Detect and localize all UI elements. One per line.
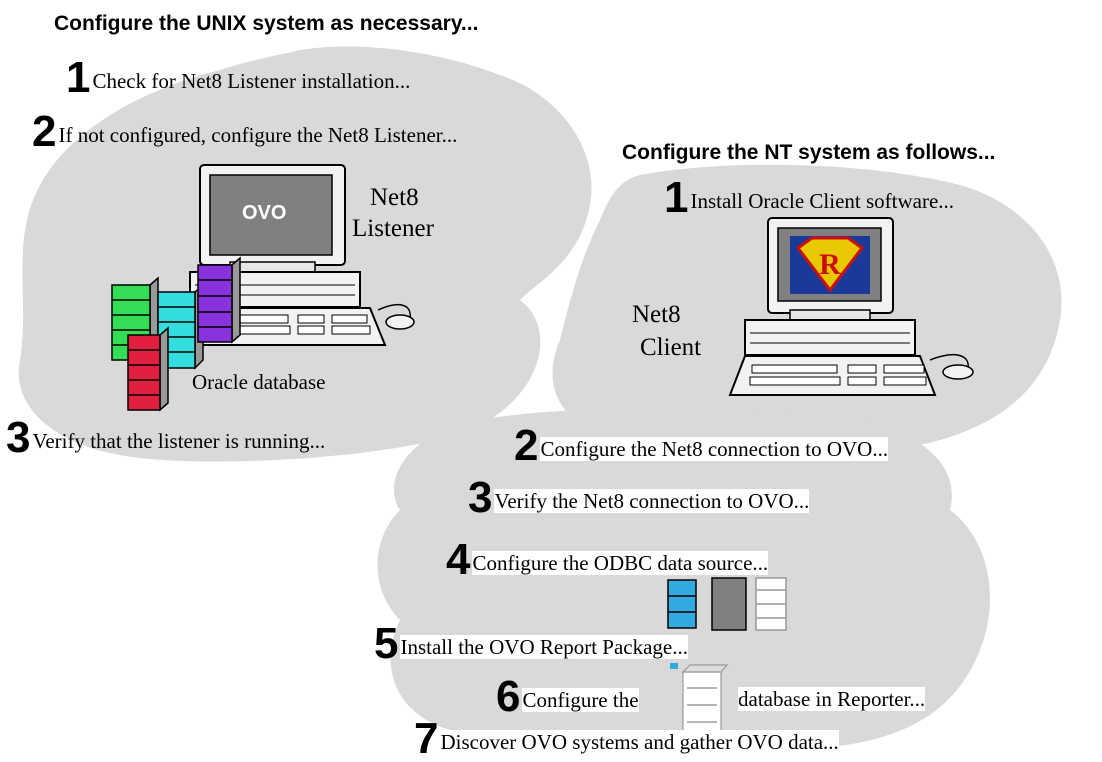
odbc-cabinets-icon	[667, 577, 787, 631]
nt-step-2-number: 2	[514, 421, 539, 470]
svg-text:R: R	[819, 248, 841, 281]
nt-step-6-text-a: Configure the	[522, 688, 639, 712]
nt-step-4-number: 4	[446, 535, 471, 584]
unix-step-3: 3Verify that the listener is running...	[6, 416, 325, 460]
unix-screen-label: OVO	[242, 202, 287, 224]
oracle-database-label: Oracle database	[192, 370, 326, 394]
nt-step-7-text: Discover OVO systems and gather OVO data…	[440, 730, 839, 754]
nt-step-6-text-b: database in Reporter...	[738, 687, 926, 711]
nt-step-1-number: 1	[664, 173, 689, 222]
nt-step-6-tail: database in Reporter...	[738, 687, 926, 712]
net8-listener-label-line1: Net8	[370, 184, 419, 211]
unix-step-1-number: 1	[66, 53, 91, 102]
net8-client-label-line2: Client	[640, 334, 702, 361]
nt-section-title: Configure the NT system as follows...	[622, 141, 996, 164]
unix-step-1-text: Check for Net8 Listener installation...	[92, 69, 411, 93]
nt-step-6-number: 6	[496, 672, 521, 721]
nt-step-5-text: Install the OVO Report Package...	[400, 635, 688, 659]
oracle-database-icon	[111, 256, 241, 412]
nt-step-4: 4Configure the ODBC data source...	[446, 535, 769, 584]
nt-step-7: 7Discover OVO systems and gather OVO dat…	[414, 717, 839, 761]
unix-step-2: 2If not configured, configure the Net8 L…	[32, 110, 457, 154]
unix-step-1: 1Check for Net8 Listener installation...	[66, 56, 410, 100]
unix-step-3-text: Verify that the listener is running...	[32, 429, 326, 453]
nt-step-3: 3Verify the Net8 connection to OVO...	[468, 473, 810, 522]
nt-step-5: 5Install the OVO Report Package...	[374, 622, 688, 666]
green-cabinet	[111, 276, 159, 362]
net8-listener-label-line2: Listener	[352, 215, 434, 242]
red-cabinet	[127, 326, 169, 412]
nt-step-6: 6Configure the	[496, 675, 639, 719]
nt-step-4-text: Configure the ODBC data source...	[472, 551, 769, 575]
nt-step-3-text: Verify the Net8 connection to OVO...	[494, 489, 810, 513]
nt-step-5-number: 5	[374, 619, 399, 668]
nt-step-2: 2Configure the Net8 connection to OVO...	[514, 421, 889, 470]
nt-step-7-number: 7	[414, 714, 439, 762]
purple-cabinet	[197, 256, 241, 344]
superman-logo-icon: R	[790, 236, 870, 294]
nt-step-2-text: Configure the Net8 connection to OVO...	[540, 437, 889, 461]
unix-step-3-number: 3	[6, 413, 31, 462]
net8-client-label-line1: Net8	[632, 301, 681, 328]
unix-step-2-number: 2	[32, 107, 57, 156]
nt-step-1-text: Install Oracle Client software...	[690, 189, 955, 213]
nt-step-1: 1Install Oracle Client software...	[664, 176, 954, 220]
unix-section-title: Configure the UNIX system as necessary..…	[54, 12, 479, 35]
nt-step-3-number: 3	[468, 473, 493, 522]
unix-step-2-text: If not configured, configure the Net8 Li…	[58, 123, 458, 147]
